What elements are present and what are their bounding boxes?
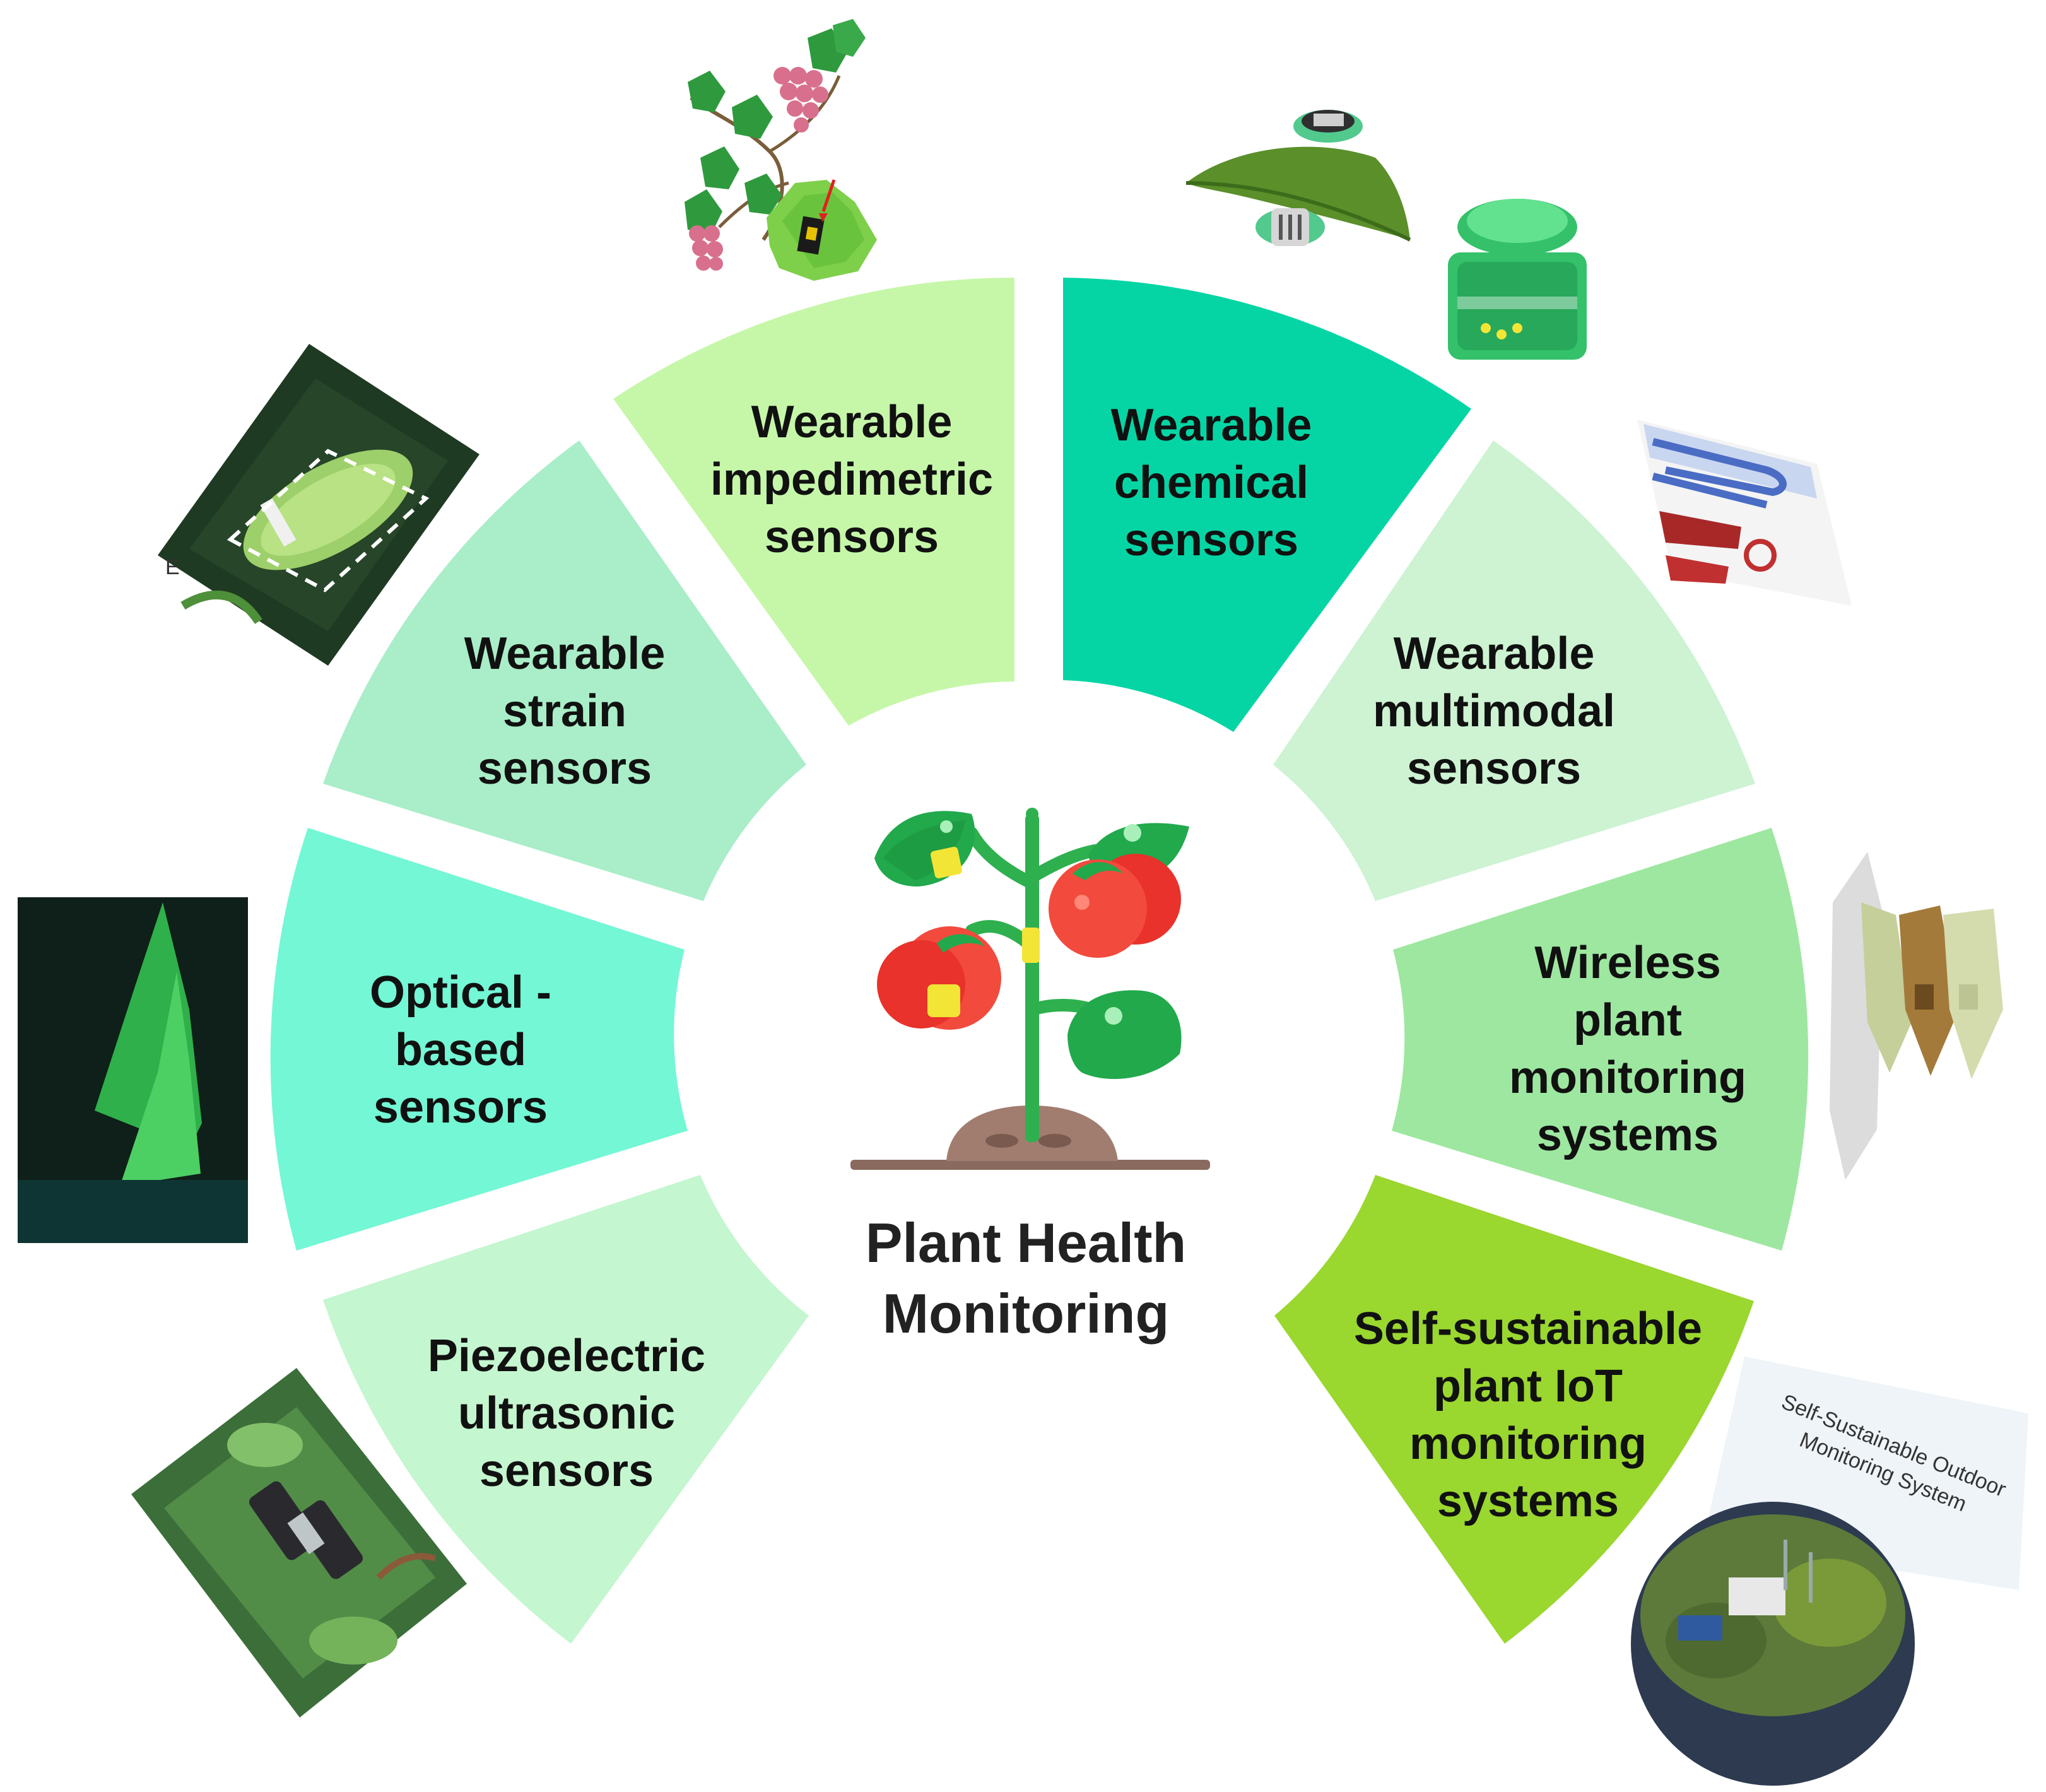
optical-leaf-photo bbox=[18, 897, 248, 1243]
label-line: Piezoelectric bbox=[428, 1331, 705, 1381]
label-line: sensors bbox=[1124, 515, 1298, 565]
segment-label-piezoelectric-ultrasonic: Piezoelectric ultrasonic sensors bbox=[428, 1331, 705, 1496]
label-line: systems bbox=[1537, 1110, 1719, 1160]
label-line: based bbox=[395, 1025, 526, 1075]
center-title-line2: Monitoring bbox=[883, 1282, 1170, 1345]
label-line: sensors bbox=[478, 743, 652, 794]
segment-wearable-chemical bbox=[1063, 278, 1471, 732]
segment-label-wearable-multimodal: Wearable multimodal sensors bbox=[1373, 628, 1615, 794]
center-title-line1: Plant Health bbox=[866, 1211, 1187, 1274]
grapevine-sensor-illustration bbox=[685, 19, 877, 281]
tomato-plant-icon bbox=[850, 808, 1210, 1170]
segment-wearable-multimodal bbox=[1273, 440, 1755, 901]
segment-wireless-plant-monitoring bbox=[1392, 828, 1809, 1251]
label-line: systems bbox=[1437, 1476, 1619, 1526]
segment-label-wearable-strain: Wearable strain sensors bbox=[464, 628, 666, 794]
label-line: strain bbox=[503, 686, 626, 736]
segment-self-sustainable-iot bbox=[1274, 1175, 1754, 1644]
label-line: sensors bbox=[1407, 743, 1581, 794]
label-line: Optical - bbox=[370, 967, 551, 1018]
segment-label-wearable-chemical: Wearable chemical sensors bbox=[1111, 400, 1312, 565]
label-line: sensors bbox=[479, 1446, 654, 1496]
multimodal-sensor-illustration bbox=[1637, 420, 1852, 606]
segment-wearable-strain bbox=[323, 440, 806, 901]
self-sustainable-system-illustration: Self-Sustainable Outdoor Monitoring Syst… bbox=[1631, 1357, 2028, 1786]
zucchini-strain-sensor-photo: E bbox=[158, 344, 479, 666]
label-line: Wearable bbox=[1394, 628, 1595, 679]
segment-piezoelectric-ultrasonic bbox=[323, 1175, 809, 1644]
label-line: Wearable bbox=[464, 628, 666, 679]
wireless-leaf-sensor-illustration bbox=[1830, 852, 2003, 1180]
segment-label-self-sustainable-iot: Self-sustainable plant IoT monitoring sy… bbox=[1354, 1304, 1702, 1526]
label-line: sensors bbox=[765, 512, 939, 562]
label-line: Wireless bbox=[1534, 938, 1721, 988]
label-line: Self-sustainable bbox=[1354, 1304, 1702, 1354]
label-line: Wearable bbox=[1111, 400, 1312, 451]
label-line: ultrasonic bbox=[458, 1388, 675, 1439]
segment-label-wireless-plant-monitoring: Wireless plant monitoring systems bbox=[1509, 938, 1746, 1160]
label-line: Wearable bbox=[751, 397, 953, 447]
label-line: chemical bbox=[1114, 457, 1308, 508]
label-line: sensors bbox=[373, 1082, 548, 1133]
label-line: multimodal bbox=[1373, 686, 1615, 736]
label-line: monitoring bbox=[1509, 1052, 1746, 1103]
strain-panel-letter: E bbox=[165, 555, 180, 579]
leaf-chemical-sensor-illustration bbox=[1185, 110, 1587, 360]
sensor-ring bbox=[270, 278, 1809, 1644]
segment-wearable-impedimetric bbox=[613, 278, 1014, 726]
segment-label-wearable-impedimetric: Wearable impedimetric sensors bbox=[710, 397, 993, 562]
label-line: monitoring bbox=[1409, 1418, 1647, 1469]
label-line: plant bbox=[1573, 995, 1682, 1046]
piezoelectric-sensor-photo bbox=[131, 1368, 467, 1718]
label-line: plant IoT bbox=[1433, 1361, 1623, 1412]
segment-label-optical-based: Optical - based sensors bbox=[370, 967, 551, 1133]
segment-optical-based bbox=[270, 828, 688, 1251]
label-line: impedimetric bbox=[710, 454, 993, 505]
